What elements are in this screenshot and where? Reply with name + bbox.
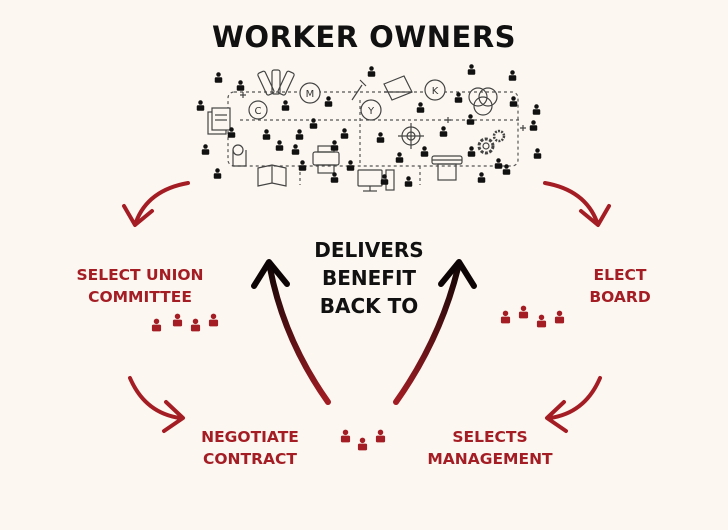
label-line: COMMITTEE (88, 288, 192, 306)
benefit-arrow-right (393, 265, 461, 405)
union-committee-people (151, 313, 219, 332)
scanner-icon (383, 75, 413, 101)
computer-icon (357, 169, 395, 192)
label-line: CONTRACT (203, 450, 297, 468)
label-selects-management: SELECTS MANAGEMENT (410, 426, 570, 470)
label-line: MANAGEMENT (427, 450, 553, 468)
paper-roll-icon (232, 144, 247, 167)
benefit-arrow-left (267, 265, 331, 405)
label-line: SELECT UNION (76, 266, 204, 284)
yellow-circle-icon (360, 99, 382, 121)
cmyk-letter-m: M (306, 89, 315, 100)
center-caption-line: DELIVERS (314, 238, 424, 262)
color-overlap-icon (468, 87, 488, 107)
pipette-icon (351, 79, 367, 101)
flow-arrows (122, 181, 611, 433)
print-shop-illustration (227, 91, 520, 185)
label-line: NEGOTIATE (201, 428, 299, 446)
label-line: ELECT (593, 266, 647, 284)
negotiating-people (340, 429, 386, 451)
label-negotiate-contract: NEGOTIATE CONTRACT (170, 426, 330, 470)
board-people (500, 305, 565, 328)
cmyk-labels: C M Y K (255, 86, 439, 117)
title-worker-owners: WORKER OWNERS (211, 20, 517, 54)
magenta-circle-icon (299, 82, 321, 104)
registration-target-icon (398, 123, 424, 149)
paper-stack-icon (207, 107, 231, 135)
cmyk-letter-k: K (432, 86, 439, 97)
gear-icon (477, 129, 506, 155)
center-caption: DELIVERS BENEFIT BACK TO (274, 236, 464, 320)
worker-crowd (196, 64, 542, 187)
book-icon (257, 164, 287, 187)
label-line: SELECTS (452, 428, 528, 446)
arrow-to-union-committee (134, 181, 190, 224)
label-elect-board: ELECT BOARD (560, 264, 680, 308)
center-caption-line: BACK TO (319, 294, 419, 318)
center-caption-line: BENEFIT (321, 266, 417, 290)
sparkle-marks (240, 92, 526, 131)
arrow-to-management (548, 376, 602, 420)
cyan-circle-icon (248, 100, 268, 120)
color-swatch-icon (257, 69, 295, 96)
cmyk-letter-c: C (255, 106, 262, 117)
arrow-to-contract (128, 376, 182, 420)
cmyk-letter-y: Y (367, 106, 375, 117)
black-circle-icon (424, 79, 446, 101)
label-select-union-committee: SELECT UNION COMMITTEE (50, 264, 230, 308)
print-icons (207, 69, 526, 192)
label-line: BOARD (589, 288, 651, 306)
arrow-to-board (543, 181, 599, 224)
benefit-arrows (251, 259, 477, 405)
plotter-icon (431, 155, 463, 181)
dashed-frame (227, 91, 519, 167)
